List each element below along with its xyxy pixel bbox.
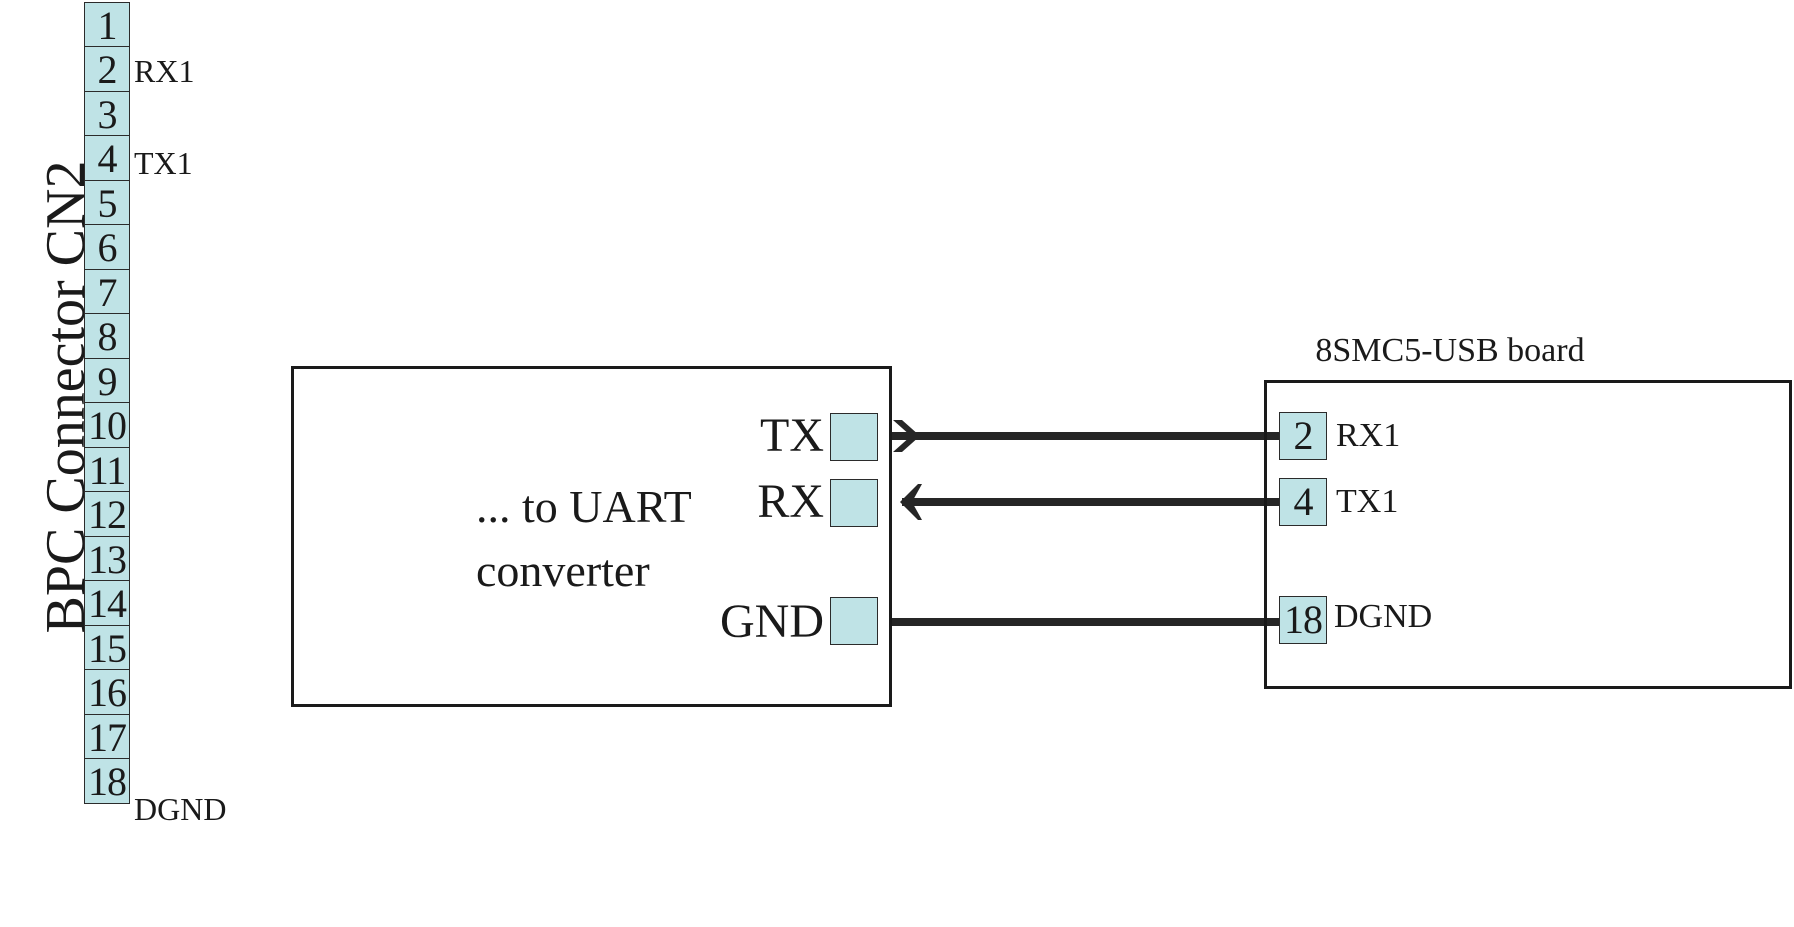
connector-pin: 13 <box>84 535 130 582</box>
connector-pin: 15 <box>84 624 130 671</box>
board-pin-label-rx1: RX1 <box>1336 417 1401 454</box>
board-pin-rx1: 2 <box>1279 412 1327 460</box>
connector-pin: 11 <box>84 446 130 493</box>
connector-pin: 6 <box>84 224 130 270</box>
converter-box <box>291 366 892 707</box>
connector-pin: 18 <box>84 758 130 804</box>
connector-pin: 12 <box>84 491 130 537</box>
connector-pin-label-dgnd: DGND <box>134 791 227 827</box>
board-pin-label-dgnd: DGND <box>1334 598 1433 635</box>
wire-arrow-right-icon <box>893 420 920 452</box>
connector-pin: 2 <box>84 46 130 92</box>
converter-port-label-rx: RX <box>757 475 824 528</box>
converter-label: ... to UART converter <box>476 475 692 603</box>
converter-port-rx <box>830 479 878 527</box>
converter-port-label-tx: TX <box>760 409 824 462</box>
connector-pin: 4 <box>84 135 130 181</box>
connector-pin: 3 <box>84 90 130 137</box>
board-title: 8SMC5-USB board <box>1315 332 1585 369</box>
converter-port-tx <box>830 413 878 461</box>
connector-pin-column: 1 2 3 4 5 6 7 8 9 10 11 12 13 14 15 16 1… <box>84 1 130 804</box>
converter-label-line1: ... to UART <box>476 481 692 532</box>
connector-pin: 1 <box>84 1 130 48</box>
connector-pin: 16 <box>84 669 130 715</box>
converter-label-line2: converter <box>476 545 650 596</box>
connector-pin-label-rx1: RX1 <box>134 53 195 89</box>
connector-pin: 9 <box>84 357 130 404</box>
board-box <box>1264 380 1792 689</box>
board-pin-tx1: 4 <box>1279 478 1327 526</box>
connector-pin: 5 <box>84 179 130 226</box>
converter-port-gnd <box>830 597 878 645</box>
connector-pin: 14 <box>84 580 130 626</box>
wire-arrow-left-icon <box>900 484 922 520</box>
connector-pin: 8 <box>84 313 130 359</box>
converter-port-label-gnd: GND <box>720 595 824 648</box>
connector-pin: 17 <box>84 713 130 760</box>
connector-pin-label-tx1: TX1 <box>134 145 193 181</box>
connector-pin: 10 <box>84 402 130 448</box>
board-pin-label-tx1: TX1 <box>1336 483 1399 520</box>
connector-pin: 7 <box>84 268 130 315</box>
board-pin-dgnd: 18 <box>1279 596 1327 644</box>
